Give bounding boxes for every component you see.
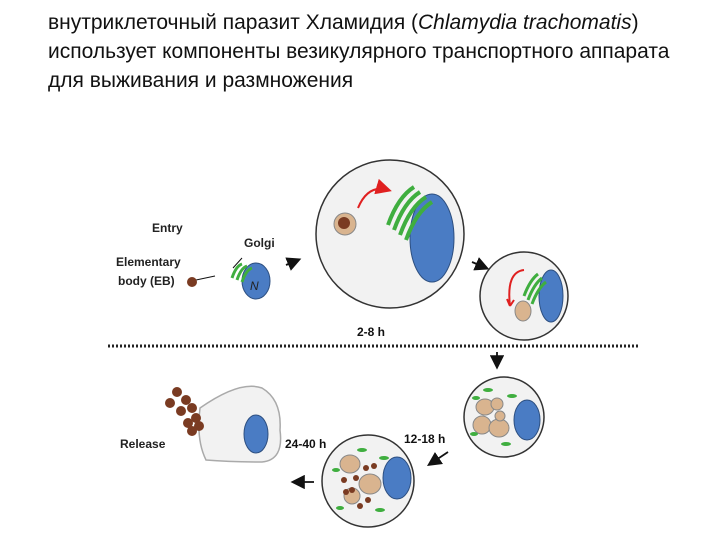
elementary-body xyxy=(338,217,350,229)
arrow-stage1-2 xyxy=(285,257,302,271)
elementary-body xyxy=(187,277,197,287)
eb-label-line1: Elementary xyxy=(116,255,181,269)
transport-arrow xyxy=(508,269,525,307)
entry-label: Entry xyxy=(152,221,183,235)
nucleus xyxy=(538,269,564,323)
arrow-stage4-5 xyxy=(427,451,449,466)
title-part-1: внутриклеточный паразит Хламидия ( xyxy=(48,11,419,34)
time-24-40h: 24-40 h xyxy=(285,437,326,451)
golgi-small xyxy=(230,262,253,283)
cell-stage-release xyxy=(165,385,282,463)
cell-stage-12-18h xyxy=(463,376,545,458)
inclusion-body xyxy=(514,300,532,322)
arrow-stage2-3 xyxy=(471,257,490,271)
slide-title: внутриклеточный паразит Хламидия (Chlamy… xyxy=(48,8,708,95)
golgi-label: Golgi xyxy=(244,236,275,250)
title-species: Chlamydia trachomatis xyxy=(418,11,632,34)
release-label: Release xyxy=(120,437,166,451)
golgi-large xyxy=(386,185,434,241)
eb-label-line2: body (EB) xyxy=(118,274,175,288)
nucleus xyxy=(513,399,541,441)
golgi xyxy=(522,272,547,305)
cell-stage-early xyxy=(315,159,465,309)
time-12-18h: 12-18 h xyxy=(404,432,445,446)
title-part-2: ) использует компоненты везикулярного тр… xyxy=(48,11,670,92)
nucleus-label: N xyxy=(250,279,259,293)
nucleus xyxy=(409,193,455,283)
nucleus xyxy=(243,414,269,454)
time-2-8h: 2-8 h xyxy=(357,325,385,339)
cell-stage-entry: N xyxy=(187,257,271,300)
cell-stage-24-40h xyxy=(321,434,415,528)
nucleus xyxy=(382,456,412,500)
cell-stage-2-8h xyxy=(479,251,569,341)
transport-arrow xyxy=(357,178,392,209)
released-elementary-bodies xyxy=(165,387,204,436)
